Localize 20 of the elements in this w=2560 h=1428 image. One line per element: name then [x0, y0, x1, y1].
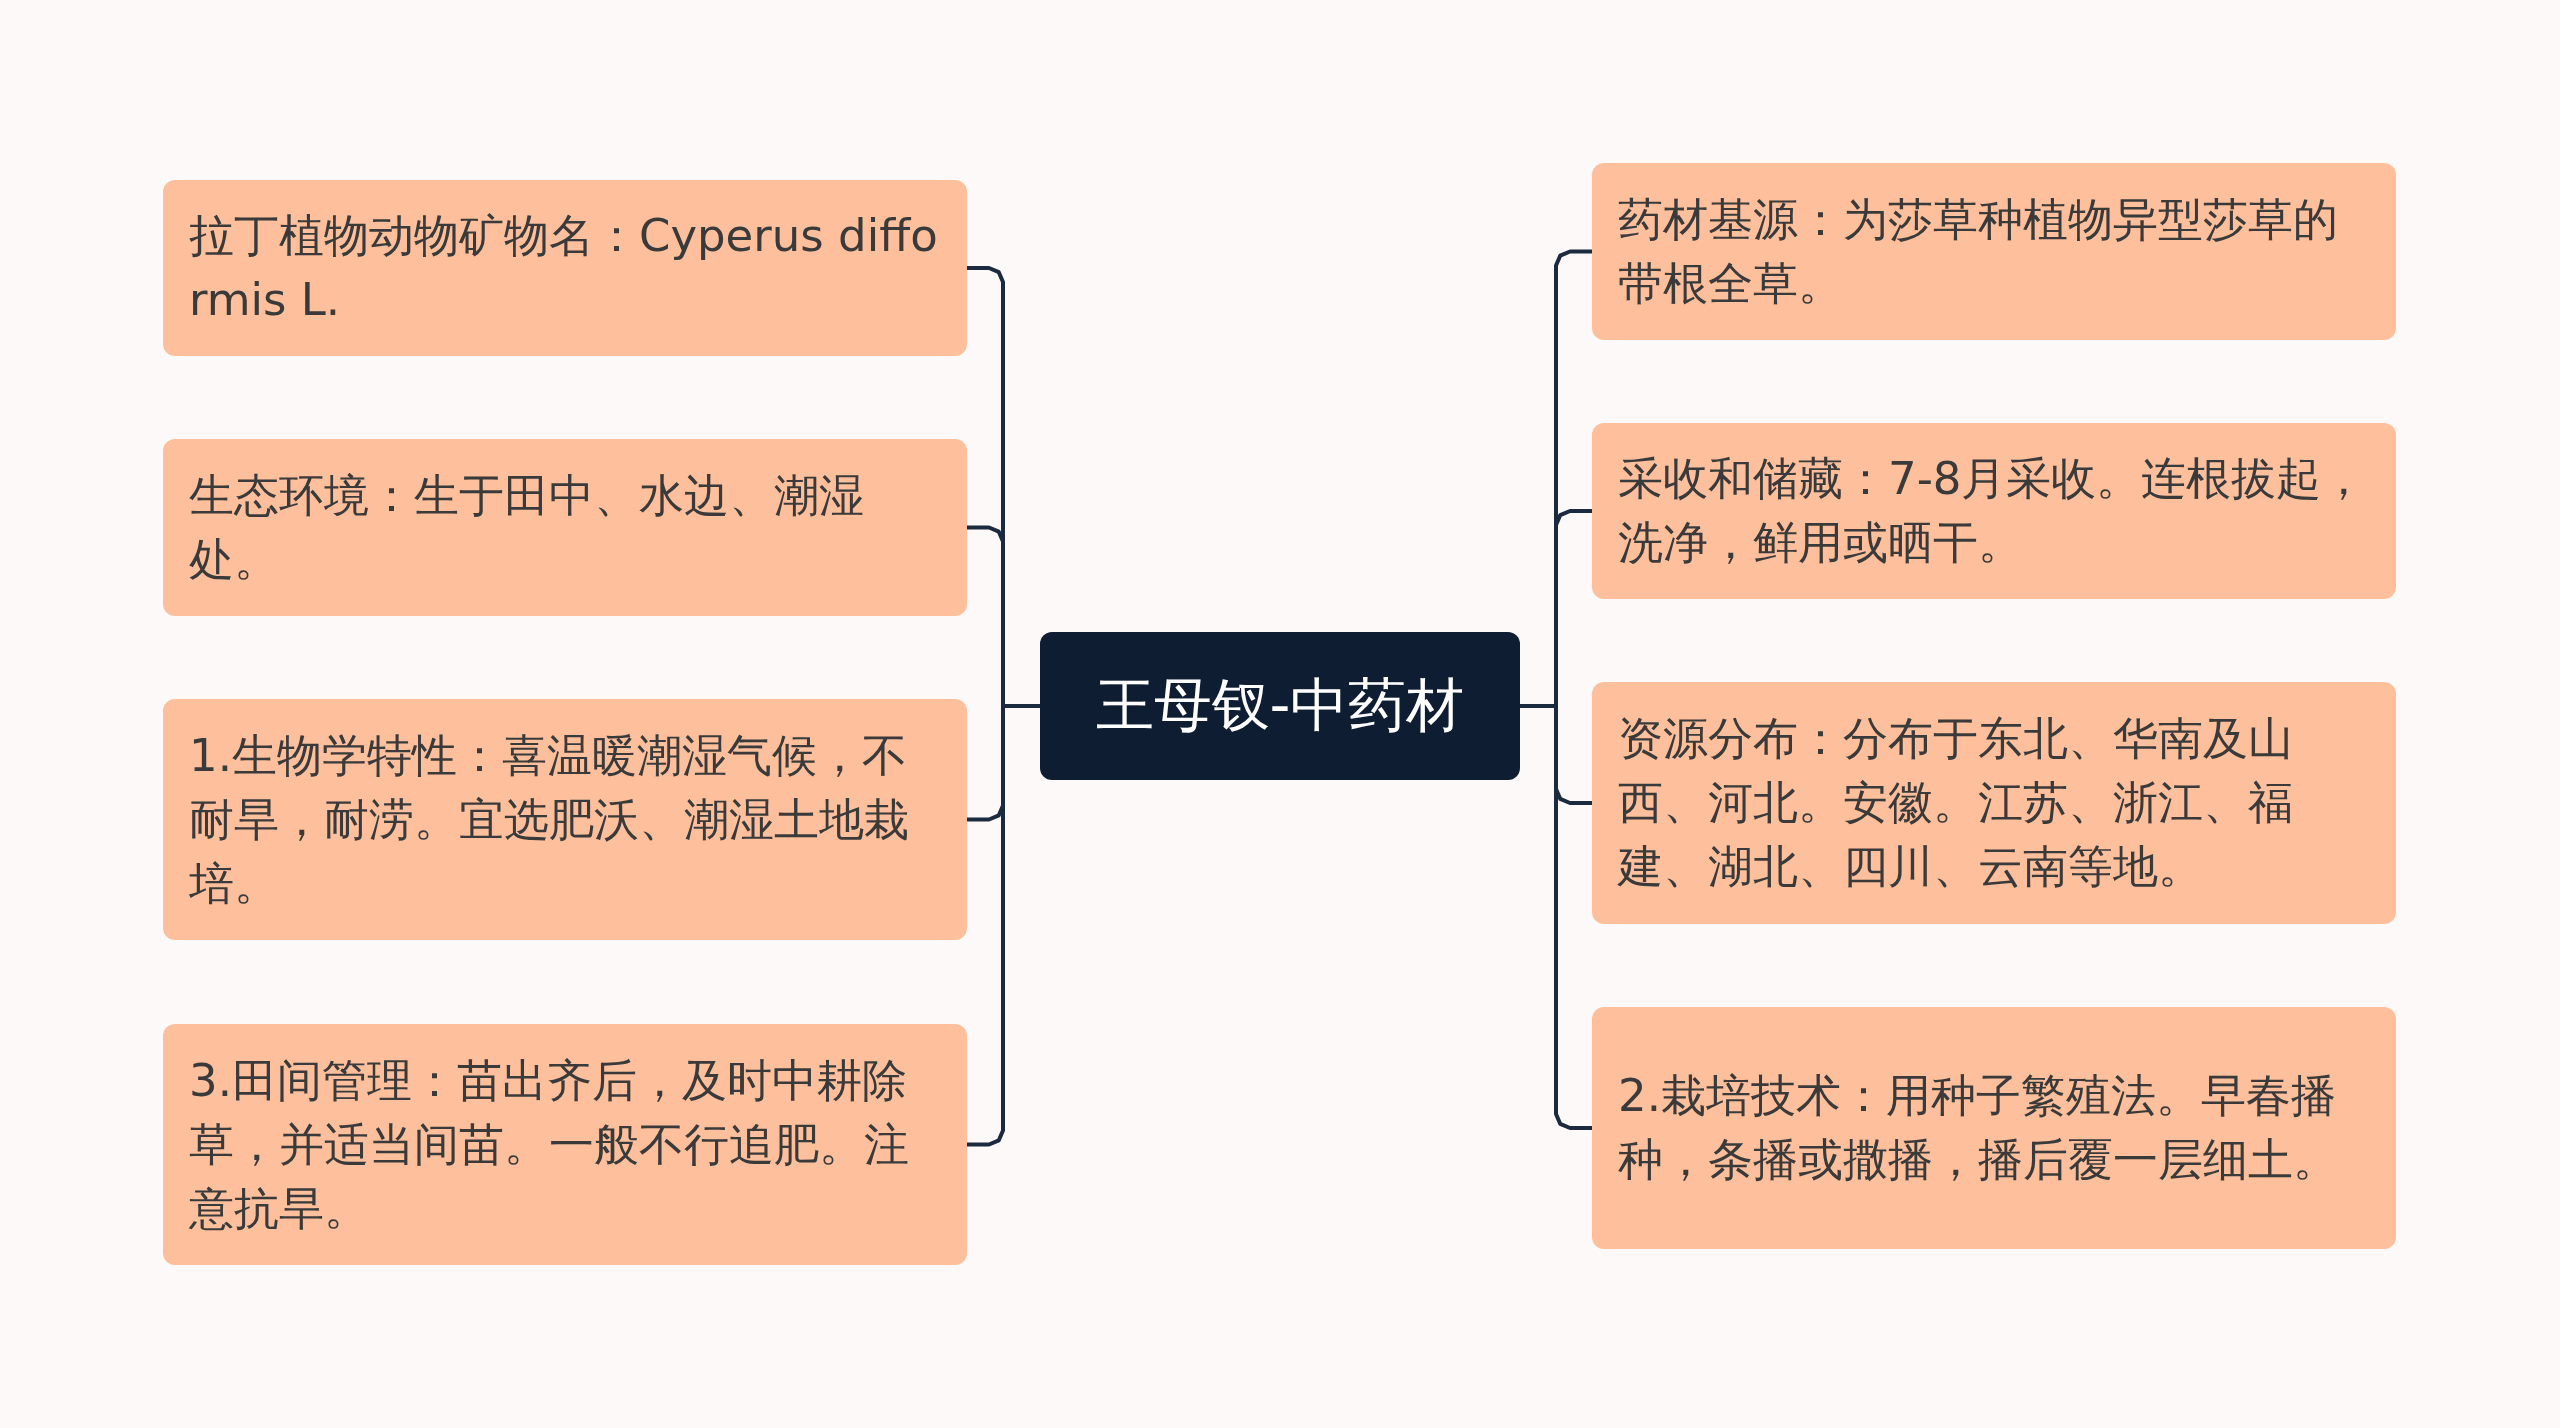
- topic-text: 采收和储藏：7-8月采收。连根拔起，洗净，鲜用或晒干。: [1618, 451, 2368, 571]
- central-topic-text: 王母钗-中药材: [1095, 670, 1465, 741]
- topic-box: [163, 699, 967, 940]
- topic-text: 药材基源：为莎草种植物异型莎草的带根全草。: [1618, 191, 2339, 312]
- topic-box: [1592, 1007, 2396, 1249]
- topic-box: [163, 1024, 967, 1265]
- topic-text: 生态环境：生于田中、水边、潮湿处。: [189, 467, 865, 588]
- connector-line: [967, 704, 1040, 1147]
- topic-box: [163, 180, 967, 356]
- connector-line: [1520, 704, 1592, 1130]
- topic-text: 拉丁植物动物矿物名：Cyperus difformis L.: [189, 208, 939, 328]
- topic-box: [1592, 423, 2396, 599]
- central-topic-box: [1040, 632, 1520, 780]
- topic-box: [1592, 682, 2396, 924]
- topic-text: 2.栽培技术：用种子繁殖法。早春播种，条播或撒播，播后覆一层细土。: [1618, 1068, 2339, 1188]
- topic-text: 资源分布：分布于东北、华南及山西、河北。安徽。江苏、浙江、福建、湖北、四川、云南等地。: [1618, 711, 2294, 895]
- topic-box: [163, 439, 967, 616]
- topic-text: 3.田间管理：苗出齐后，及时中耕除草，并适当间苗。一般不行追肥。注意抗旱。: [189, 1052, 910, 1237]
- topic-text: 1.生物学特性：喜温暖潮湿气候，不耐旱，耐涝。宜选肥沃、潮湿土地栽培。: [189, 727, 910, 912]
- topic-box: [1592, 163, 2396, 340]
